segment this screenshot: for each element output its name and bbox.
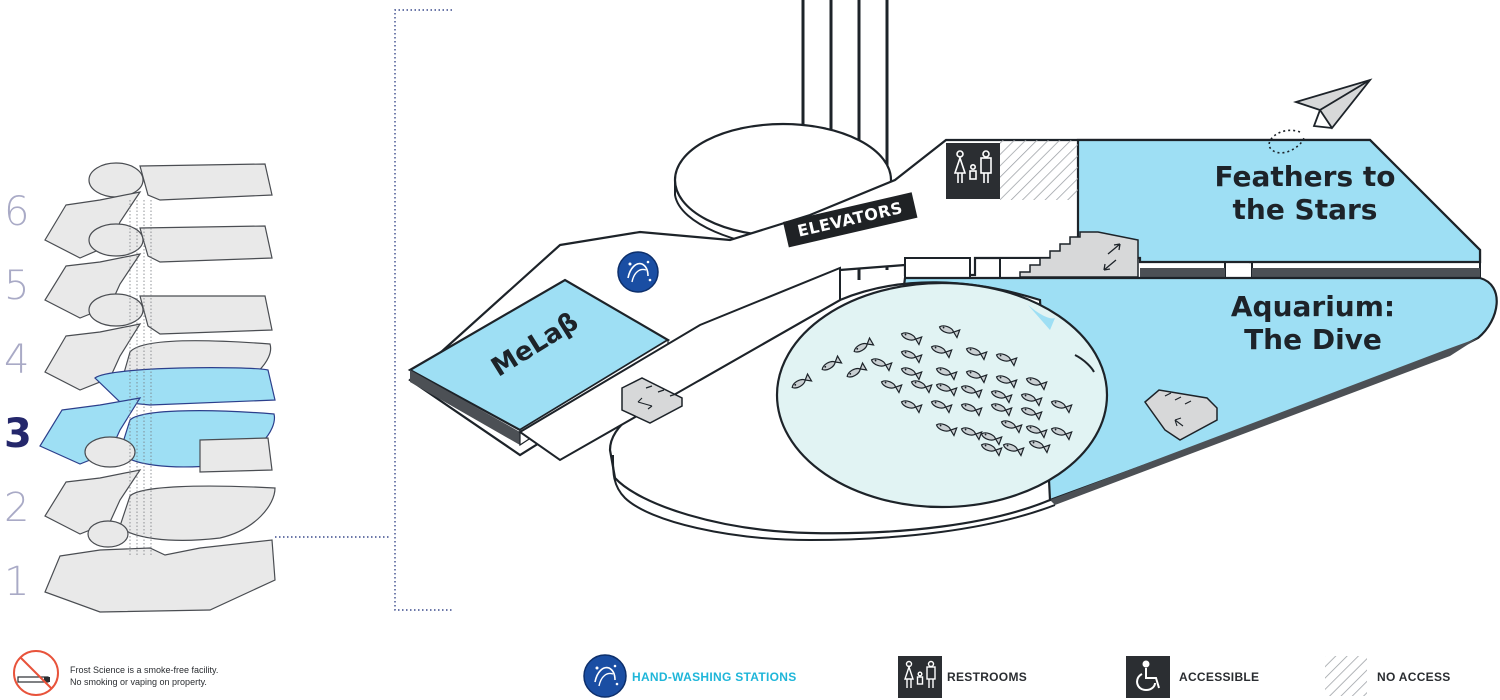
floor-4-button[interactable]: 4	[4, 337, 30, 383]
aquarium-tank	[775, 281, 1109, 509]
floor-5-button[interactable]: 5	[4, 263, 30, 309]
accessible-icon	[1126, 656, 1170, 698]
floor-6-shape[interactable]	[44, 162, 273, 259]
stairs-icon	[1143, 389, 1218, 441]
legend-accessible-label: ACCESSIBLE	[1179, 670, 1260, 684]
legend-no-access-label: NO ACCESS	[1377, 670, 1451, 684]
paper-plane-icon	[1268, 78, 1373, 154]
hand-washing-icon	[583, 654, 627, 698]
smoke-free-line-1: Frost Science is a smoke-free facility.	[70, 665, 219, 675]
smoke-free-note: Frost Science is a smoke-free facility. …	[70, 664, 218, 688]
feathers-label: Feathers to the Stars	[1214, 160, 1396, 227]
floor-stack	[39, 162, 276, 613]
stairs-icon	[621, 377, 683, 424]
floor-3-button[interactable]: 3	[4, 411, 32, 457]
no-access-icon	[1325, 656, 1367, 696]
floor-2-button[interactable]: 2	[4, 485, 30, 531]
legend-restrooms-label: RESTROOMS	[947, 670, 1028, 684]
restroom-icon	[946, 143, 1000, 199]
restroom-icon	[898, 656, 942, 698]
floor-5-shape[interactable]	[44, 223, 273, 319]
no-smoking-icon	[13, 650, 59, 696]
floor-1-shape[interactable]	[44, 520, 276, 613]
legend-hand-washing-label: HAND-WASHING STATIONS	[632, 670, 797, 684]
legend-accessible: ACCESSIBLE	[1179, 655, 1259, 699]
connector-lines	[275, 9, 452, 611]
no-access-area	[1000, 140, 1078, 200]
legend-no-access: NO ACCESS	[1377, 655, 1451, 699]
legend-restrooms: RESTROOMS	[947, 655, 1027, 699]
floor-1-button[interactable]: 1	[4, 559, 30, 605]
aquarium-label: Aquarium: The Dive	[1230, 290, 1396, 357]
hand-washing-icon	[617, 251, 659, 293]
stairs-icon	[1019, 231, 1139, 278]
floor-2-shape[interactable]	[44, 436, 276, 541]
smoke-free-line-2: No smoking or vaping on property.	[70, 677, 207, 687]
floor-6-button[interactable]: 6	[4, 189, 30, 235]
legend-hand-washing: HAND-WASHING STATIONS	[632, 655, 797, 699]
